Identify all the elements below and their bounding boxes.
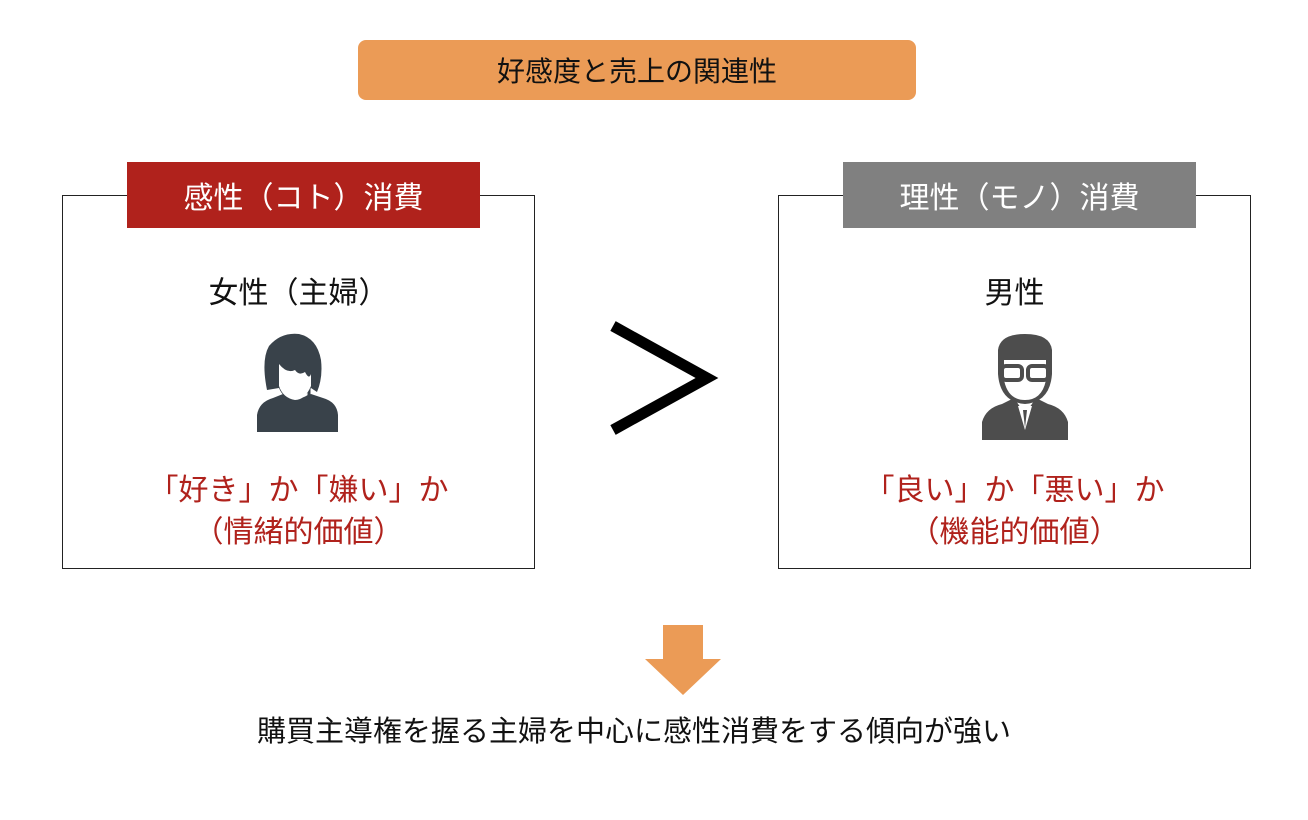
left-person-label: 女性（主婦） [208, 276, 389, 311]
man-icon [982, 334, 1068, 440]
title-banner: 好感度と売上の関連性 [358, 40, 916, 100]
right-value-line2: （機能的価値） [909, 515, 1120, 550]
greater-than-symbol [610, 321, 719, 435]
left-value-line2: （情緒的価値） [193, 515, 404, 550]
right-person-label: 男性 [984, 276, 1045, 311]
left-value: 「好き」か「嫌い」か （情緒的価値） [62, 470, 535, 554]
conclusion-text: 購買主導権を握る主婦を中心に感性消費をする傾向が強い [256, 714, 1011, 748]
right-value-line1: 「良い」か「悪い」か [864, 473, 1165, 508]
right-label: 理性（モノ）消費 [843, 162, 1196, 228]
left-value-line1: 「好き」か「嫌い」か [148, 473, 449, 508]
title-text: 好感度と売上の関連性 [496, 55, 777, 88]
left-label: 感性（コト）消費 [127, 162, 480, 228]
right-value: 「良い」か「悪い」か （機能的価値） [778, 470, 1251, 554]
woman-icon [257, 333, 338, 432]
down-arrow-icon [645, 625, 721, 695]
